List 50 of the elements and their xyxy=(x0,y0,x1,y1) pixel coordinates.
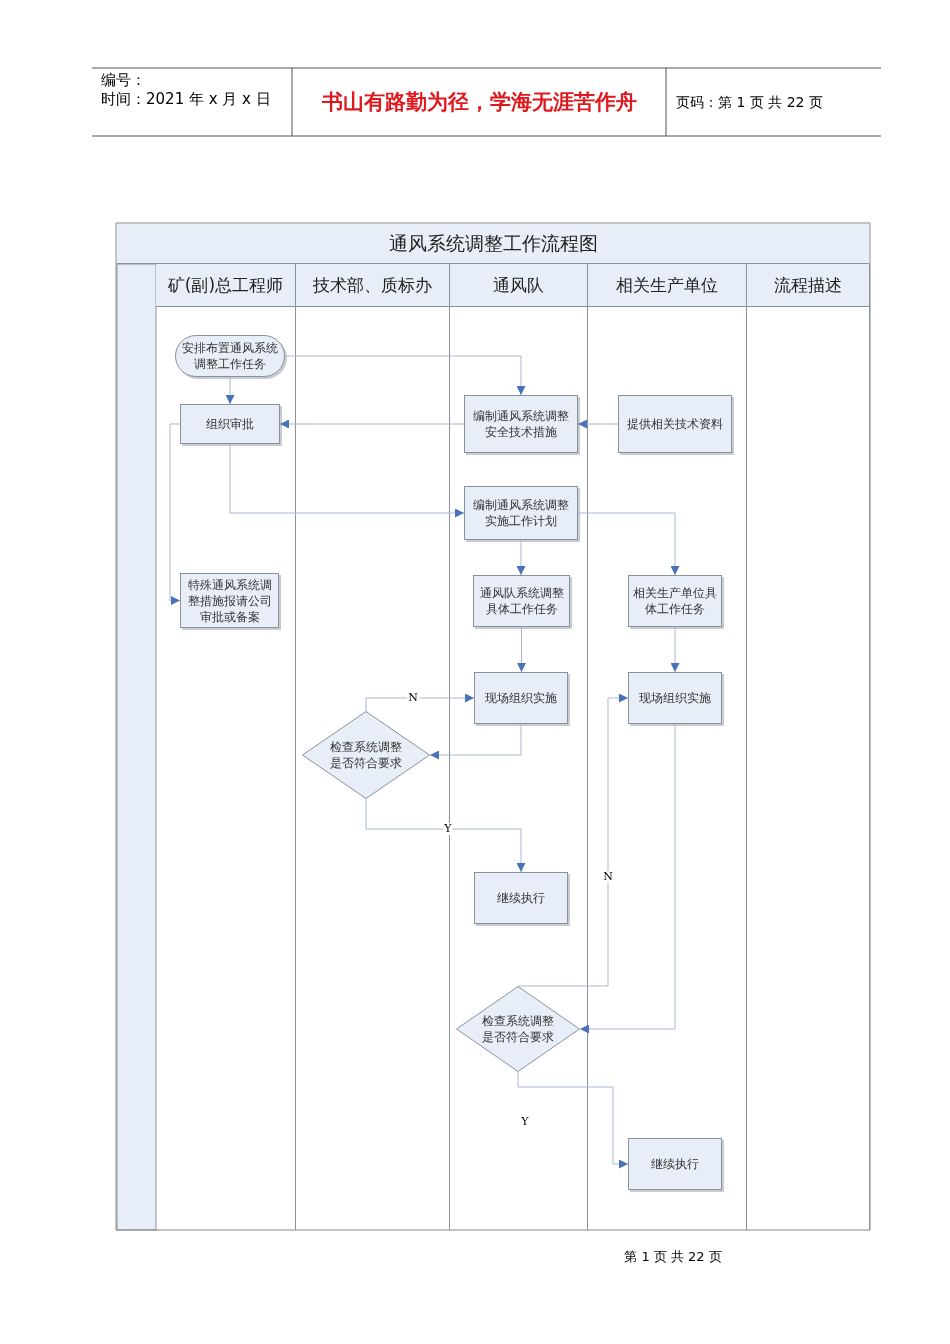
arrow xyxy=(229,443,465,518)
arrow xyxy=(670,626,680,673)
page-footer: 第 1 页 共 22 页 xyxy=(560,1248,786,1266)
arrow xyxy=(225,376,235,405)
arrow xyxy=(169,423,181,605)
arrow xyxy=(284,355,526,396)
swimlane xyxy=(588,264,747,1230)
process-box: 通风队系统调整具体工作任务 xyxy=(473,575,570,627)
process-box: 继续执行 xyxy=(628,1138,722,1190)
swimlane xyxy=(450,264,588,1230)
swimlane xyxy=(747,264,870,1230)
process-box: 编制通风系统调整实施工作计划 xyxy=(464,486,578,540)
header-text: 编号： xyxy=(101,71,146,90)
arrow xyxy=(517,626,526,673)
decision-diamond: 检查系统调整是否符合要求 xyxy=(456,986,580,1072)
process-box: 特殊通风系统调整措施报请公司审批或备案 xyxy=(180,573,279,628)
lane-header: 技术部、质标办 xyxy=(296,264,449,307)
arrow xyxy=(365,798,526,873)
edge-label: Y xyxy=(443,823,453,835)
motto-text: 书山有路勤为径，学海无涯苦作舟 xyxy=(320,89,638,116)
arrow xyxy=(577,419,619,429)
page-number: 页码：第 1 页 共 22 页 xyxy=(676,94,823,112)
arrow xyxy=(365,693,475,712)
edge-label: Y xyxy=(520,1116,530,1128)
chart-title: 通风系统调整工作流程图 xyxy=(117,224,869,264)
arrow xyxy=(429,723,522,760)
start-terminal: 安排布置通风系统调整工作任务 xyxy=(175,335,285,377)
process-box: 现场组织实施 xyxy=(474,672,568,724)
arrow xyxy=(279,419,465,429)
process-box: 现场组织实施 xyxy=(628,672,722,724)
process-box: 提供相关技术资料 xyxy=(618,395,732,453)
arrow xyxy=(517,693,629,987)
process-box: 组织审批 xyxy=(180,404,280,444)
arrow xyxy=(579,723,676,1034)
arrow xyxy=(516,539,526,576)
lane-header: 流程描述 xyxy=(747,264,869,307)
swimlane xyxy=(296,264,450,1230)
edge-label: N xyxy=(602,871,614,883)
lane-header: 矿(副)总工程师 xyxy=(156,264,295,307)
process-box: 编制通风系统调整安全技术措施 xyxy=(464,395,578,453)
header-text: 时间：2021 年 x 月 x 日 xyxy=(101,90,271,109)
arrow xyxy=(577,512,680,576)
lane-header: 通风队 xyxy=(450,264,587,307)
decision-diamond: 检查系统调整是否符合要求 xyxy=(302,711,430,799)
swimlane xyxy=(156,264,296,1230)
arrow xyxy=(517,1071,629,1169)
process-box: 相关生产单位具体工作任务 xyxy=(628,575,722,627)
edge-label: N xyxy=(407,692,419,704)
lane-header: 相关生产单位 xyxy=(588,264,746,307)
process-box: 继续执行 xyxy=(474,872,568,924)
